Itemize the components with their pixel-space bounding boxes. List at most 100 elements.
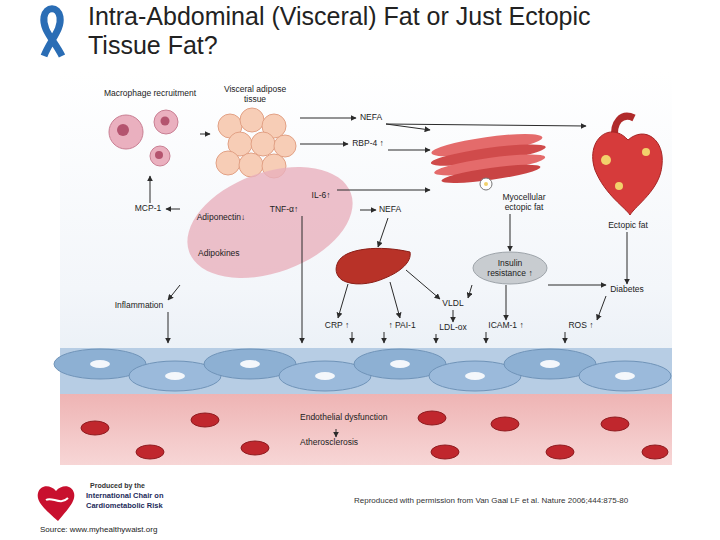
node-text: VLDL <box>438 298 468 308</box>
arrow-connector <box>300 118 356 119</box>
cell-nucleus <box>117 124 129 136</box>
macrophage-cell <box>109 115 143 149</box>
cell-nucleus <box>240 360 260 368</box>
red-blood-cell <box>642 445 668 459</box>
citation-note: Reproduced with permission from Van Gaal… <box>354 496 672 506</box>
arrow-connector <box>510 214 511 251</box>
node-text: IL-6↑ <box>305 190 337 200</box>
red-blood-cell <box>241 441 269 455</box>
node-text: NEFA <box>376 204 404 214</box>
logo-heart <box>38 486 75 521</box>
edge-group <box>150 118 627 437</box>
arrow-connector <box>506 285 507 320</box>
endothelial-cell <box>579 361 671 391</box>
node-text: LDL-ox <box>436 322 470 332</box>
red-blood-cell <box>431 445 459 459</box>
arrow-connector <box>352 332 353 343</box>
arrow-connector <box>168 285 180 300</box>
logo-text: Produced by the <box>90 481 180 490</box>
factor-label: ROS ↑ <box>565 320 597 332</box>
red-blood-cell <box>191 413 219 427</box>
macrophage-cell <box>154 110 178 134</box>
node-text: Ectopic fat <box>586 220 670 230</box>
cell-nucleus <box>390 360 410 368</box>
chair-logo <box>38 486 75 521</box>
fat-deposit <box>642 148 650 156</box>
cell-nucleus <box>165 372 185 380</box>
arrow-connector <box>453 310 454 322</box>
node-text: Adiponectin↓ <box>192 212 250 222</box>
arrow-connector <box>150 176 151 203</box>
arrow-connector <box>627 232 628 284</box>
factor-label: Adiponectin↓ <box>192 212 250 224</box>
leader-arrow <box>378 218 388 247</box>
heart-illustration <box>593 116 663 215</box>
factor-label: RBP-4 ↑ <box>348 138 388 150</box>
node-text: RBP-4 ↑ <box>348 138 388 148</box>
fat-droplet-core <box>484 182 488 186</box>
adipocyte <box>216 151 240 175</box>
endothelium-band <box>60 348 672 394</box>
arrow-connector <box>302 216 303 343</box>
cell-nucleus <box>90 360 110 368</box>
arrow-connector <box>436 334 437 343</box>
heart-shape <box>593 132 663 215</box>
leader-arrow <box>338 284 348 318</box>
node-text: ICAM-1 ↑ <box>486 320 526 330</box>
factor-label: TNF-α↑ <box>266 204 302 216</box>
organ-label: Myocellular ectopic fat <box>430 130 548 214</box>
metabolite-label: NEFA <box>356 112 386 124</box>
arrow-connector <box>468 285 472 298</box>
region-shape <box>180 160 360 285</box>
image-panel <box>60 72 672 465</box>
organ-label: Ectopic fat <box>586 126 670 232</box>
arrow-connector <box>300 144 348 145</box>
node-text: TNF-α↑ <box>266 204 302 214</box>
node-text: Myocellular ectopic fat <box>496 192 552 212</box>
red-blood-cell <box>491 417 519 431</box>
leader-arrow <box>406 270 440 299</box>
arrow-connector <box>597 296 606 320</box>
red-blood-cell <box>546 445 574 459</box>
red-blood-cell <box>136 445 164 459</box>
cell-nucleus <box>465 372 485 380</box>
process-label: Inflammation <box>110 300 168 312</box>
cell-nucleus <box>315 372 335 380</box>
node-text: Endothelial dysfunction <box>300 412 420 422</box>
slide-title: Intra-Abdominal (Visceral) Fat or Just E… <box>88 2 628 60</box>
fat-droplet <box>480 178 492 190</box>
red-blood-cell <box>418 411 446 425</box>
source-note: Source: www.myhealthywaist.org <box>40 525 340 535</box>
vessel-lumen <box>60 392 672 465</box>
arrow-connector <box>565 332 566 343</box>
arrow-connector <box>200 134 210 135</box>
oval-shape <box>473 252 547 284</box>
red-blood-cell <box>81 421 109 435</box>
arrow-connector <box>388 150 430 151</box>
arrow-connector <box>386 124 586 126</box>
cell-nucleus <box>540 360 560 368</box>
node-text: Insulin resistance ↑ <box>480 258 540 278</box>
factor-label: IL-6↑ <box>305 190 337 202</box>
node-text: NEFA <box>356 112 386 122</box>
arrow-connector <box>336 429 337 437</box>
fat-deposit <box>615 182 623 190</box>
factor-label: ↑ PAI-1 <box>384 320 420 332</box>
cell-nucleus <box>161 117 170 126</box>
arrow-connector <box>337 190 430 191</box>
arrow-connector <box>384 332 385 343</box>
node-text: Visceral adipose tissue <box>217 84 293 104</box>
cell-nucleus <box>615 372 635 380</box>
node-text: Diabetes <box>606 284 648 294</box>
arrow-connector <box>166 209 180 210</box>
metabolite-label: VLDL <box>438 298 468 310</box>
node-text: Inflammation <box>110 300 168 310</box>
macrophage-cells <box>109 110 178 166</box>
liver-leaders <box>338 218 440 318</box>
node-text: MCP-1 <box>130 203 166 213</box>
endothelium-band: Endothelial dysfunction <box>62 343 672 429</box>
condition-label: Diabetes <box>606 284 648 296</box>
adipokine-region: AdipokinesIL-6↑Adiponectin↓TNF-α↑ <box>180 160 360 285</box>
